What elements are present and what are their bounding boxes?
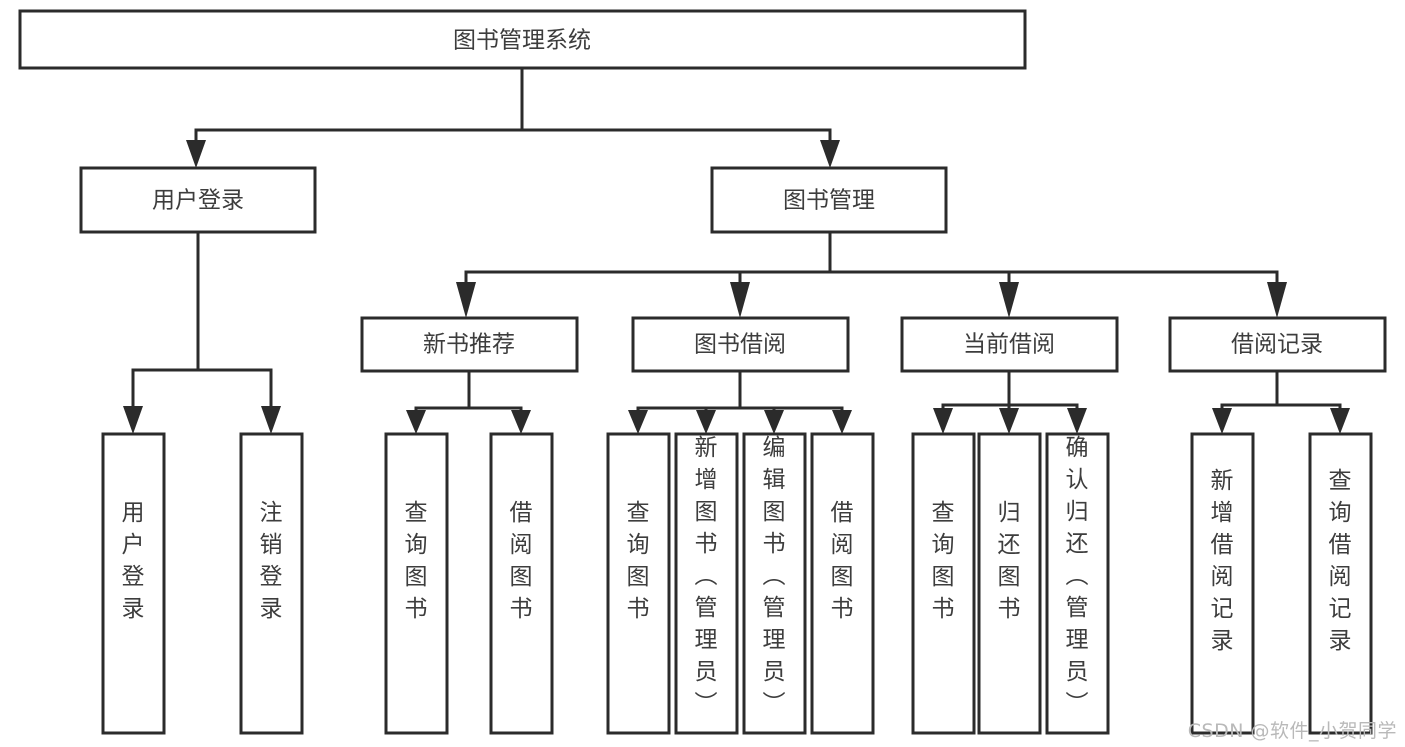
connector-line-book-management: [464, 230, 1279, 286]
node-leaf-bookborrow-add[interactable]: 新增图书︵管理员︶: [674, 432, 739, 735]
node-label-leaf: 查询图书: [932, 500, 955, 622]
node-box-new-book-recommend: [360, 316, 579, 373]
arrow-head-icon: [764, 410, 784, 434]
node-label-current-borrow: 当前借阅: [963, 332, 1055, 358]
node-leaf-user-login-login[interactable]: 用户登录: [101, 432, 166, 735]
node-borrow-record[interactable]: 借阅记录: [1168, 316, 1387, 373]
arrow-head-icon: [186, 140, 206, 168]
node-label-new-book-recommend: 新书推荐: [423, 332, 515, 358]
arrow-head-icon: [1212, 408, 1232, 434]
node-box-leaf: [810, 432, 875, 735]
arrow-head-icon: [261, 406, 281, 434]
node-leaf-newbook-borrow[interactable]: 借阅图书: [489, 432, 554, 735]
node-label-leaf: 查询图书: [405, 500, 428, 622]
connectors-bookmgmt-to-level2: [456, 230, 1287, 318]
node-leaf-currentborrow-query[interactable]: 查询图书: [911, 432, 976, 735]
node-leaf-currentborrow-confirm[interactable]: 确认归还︵管理员︶: [1045, 432, 1110, 735]
node-book-borrow[interactable]: 图书借阅: [631, 316, 850, 373]
node-label-leaf: 新增图书︵管理员︶: [695, 435, 718, 717]
connector-line-borrow-record: [1220, 369, 1342, 412]
arrow-head-icon: [999, 282, 1019, 318]
node-user-login[interactable]: 用户登录: [79, 166, 317, 234]
connectors-root-to-level1: [186, 66, 840, 168]
arrow-head-icon: [696, 410, 716, 434]
node-box-root: [18, 9, 1027, 70]
connector-line-book-borrow: [636, 369, 844, 414]
connector-line-new-book: [414, 369, 523, 414]
arrow-head-icon: [1267, 282, 1287, 318]
node-label-leaf: 新增借阅记录: [1211, 468, 1234, 654]
node-book-management[interactable]: 图书管理: [710, 166, 948, 234]
node-box-leaf: [606, 432, 671, 735]
arrow-head-icon: [123, 406, 143, 434]
connectors-borrowrecord-to-leaves: [1212, 369, 1350, 434]
node-label-leaf: 借阅图书: [510, 500, 533, 622]
node-box-book-management: [710, 166, 948, 234]
connector-line-current-borrow: [941, 369, 1079, 412]
node-box-user-login: [79, 166, 317, 234]
arrow-head-icon: [999, 408, 1019, 434]
node-box-leaf: [384, 432, 449, 735]
node-leaf-bookborrow-edit[interactable]: 编辑图书︵管理员︶: [742, 432, 807, 735]
node-leaf-bookborrow-query[interactable]: 查询图书: [606, 432, 671, 735]
node-root-system[interactable]: 图书管理系统: [18, 9, 1027, 70]
node-new-book-recommend[interactable]: 新书推荐: [360, 316, 579, 373]
node-box-leaf: [1308, 432, 1373, 735]
node-leaf-user-login-logout[interactable]: 注销登录: [239, 432, 304, 735]
node-box-leaf: [1190, 432, 1255, 735]
node-leaf-borrowrecord-query[interactable]: 查询借阅记录: [1308, 432, 1373, 735]
node-box-leaf: [101, 432, 166, 735]
arrow-head-icon: [1330, 408, 1350, 434]
connectors-newbook-to-leaves: [406, 369, 531, 434]
node-leaf-currentborrow-return[interactable]: 归还图书: [977, 432, 1042, 735]
node-label-root: 图书管理系统: [453, 28, 591, 54]
node-label-leaf: 注销登录: [260, 500, 283, 622]
node-current-borrow[interactable]: 当前借阅: [900, 316, 1119, 373]
node-box-leaf: [239, 432, 304, 735]
arrow-head-icon: [933, 408, 953, 434]
node-label-leaf: 借阅图书: [831, 500, 854, 622]
connector-line-root: [194, 66, 832, 144]
node-leaf-bookborrow-borrow[interactable]: 借阅图书: [810, 432, 875, 735]
node-box-leaf: [911, 432, 976, 735]
arrow-head-icon: [406, 410, 426, 434]
arrow-head-icon: [511, 410, 531, 434]
connectors-bookborrow-to-leaves: [628, 369, 852, 434]
node-label-user-login: 用户登录: [152, 188, 244, 214]
node-label-leaf: 查询借阅记录: [1329, 468, 1352, 654]
node-box-leaf: [977, 432, 1042, 735]
node-leaf-borrowrecord-add[interactable]: 新增借阅记录: [1190, 432, 1255, 735]
arrow-head-icon: [820, 140, 840, 168]
node-label-leaf: 编辑图书︵管理员︶: [763, 435, 786, 717]
node-label-borrow-record: 借阅记录: [1231, 332, 1323, 358]
node-label-leaf: 用户登录: [122, 500, 145, 622]
arrow-head-icon: [832, 410, 852, 434]
node-label-book-management: 图书管理: [783, 188, 875, 214]
node-box-current-borrow: [900, 316, 1119, 373]
node-box-leaf: [489, 432, 554, 735]
arrow-head-icon: [628, 410, 648, 434]
connectors-currentborrow-to-leaves: [933, 369, 1087, 434]
node-label-leaf: 确认归还︵管理员︶: [1066, 435, 1089, 717]
arrow-head-icon: [456, 282, 476, 318]
node-box-leaf: [1045, 432, 1110, 735]
node-leaf-newbook-query[interactable]: 查询图书: [384, 432, 449, 735]
connector-line-user-login: [131, 230, 273, 410]
node-label-leaf: 归还图书: [998, 500, 1021, 622]
node-box-book-borrow: [631, 316, 850, 373]
arrow-head-icon: [730, 282, 750, 318]
arrow-head-icon: [1067, 408, 1087, 434]
node-box-borrow-record: [1168, 316, 1387, 373]
node-label-leaf: 查询图书: [627, 500, 650, 622]
node-box-leaf: [742, 432, 807, 735]
connectors-userlogin-to-leaves: [123, 230, 281, 434]
node-box-leaf: [674, 432, 739, 735]
node-label-book-borrow: 图书借阅: [694, 332, 786, 358]
